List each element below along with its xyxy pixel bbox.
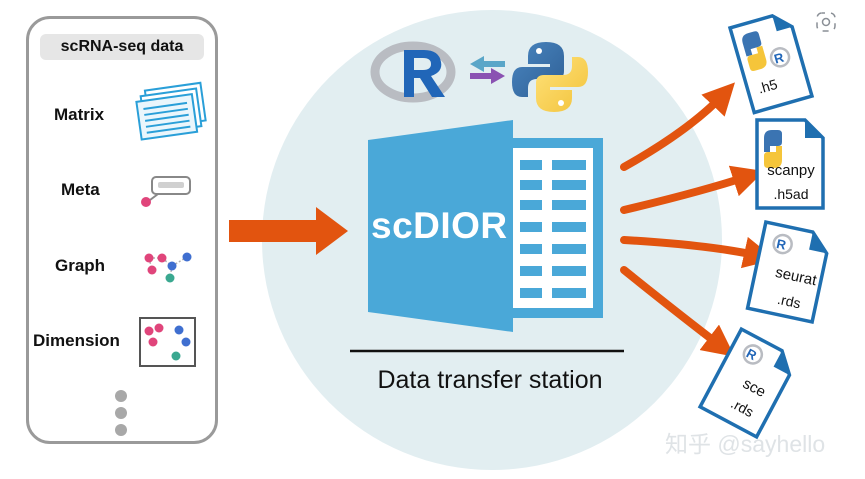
output-file-sce: R — [697, 326, 792, 440]
output-name-scanpy: scanpy — [767, 162, 815, 179]
svg-text:R: R — [775, 236, 788, 253]
graph-network-icon — [144, 252, 192, 283]
panel-title: scRNA-seq data — [40, 34, 204, 60]
matrix-sheets-icon — [135, 81, 207, 141]
meta-speech-icon — [141, 176, 191, 207]
station-caption: Data transfer station — [377, 366, 603, 394]
output-file-h5: R — [727, 13, 815, 115]
item-label-dimension: Dimension — [33, 331, 120, 350]
r-logo-icon — [370, 41, 456, 103]
watermark-text: 知乎 @sayhello — [665, 431, 826, 457]
output-ext-h5: .h5 — [756, 76, 779, 97]
output-file-scanpy — [755, 118, 825, 210]
output-file-seurat: R — [745, 220, 829, 324]
lens-scan-icon[interactable] — [816, 12, 836, 32]
item-label-matrix: Matrix — [54, 105, 105, 124]
tool-name-label: scDIOR — [371, 205, 508, 246]
exchange-arrows-icon — [470, 56, 505, 84]
output-ext-seurat: .rds — [776, 291, 802, 312]
output-arrows — [620, 82, 776, 357]
input-arrow — [229, 207, 348, 255]
item-label-graph: Graph — [55, 256, 106, 275]
output-ext-scanpy: .h5ad — [773, 186, 808, 202]
python-logo-icon — [512, 42, 588, 112]
item-label-meta: Meta — [61, 180, 100, 199]
vertical-ellipsis-icon — [115, 390, 127, 436]
scdior-document — [368, 120, 603, 332]
dimension-scatter-icon — [139, 317, 196, 367]
